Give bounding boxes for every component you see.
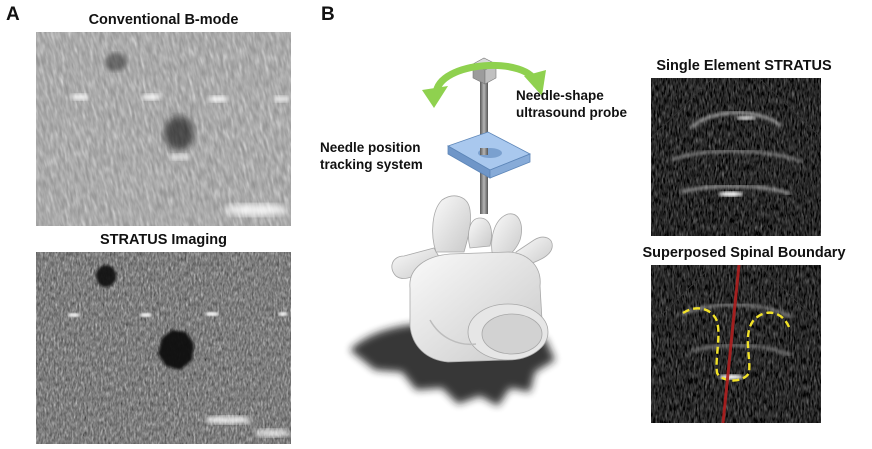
needle-trajectory-line bbox=[721, 265, 741, 423]
probe-label-line2: ultrasound probe bbox=[516, 105, 627, 120]
needle-probe-illustration bbox=[330, 20, 630, 440]
stratus-imaging-image bbox=[36, 252, 291, 444]
spinal-boundary-outline bbox=[682, 307, 791, 382]
conventional-bmode-image bbox=[36, 32, 291, 226]
tracker-label-line1: Needle position bbox=[320, 140, 421, 155]
tracker-label-line2: tracking system bbox=[320, 157, 423, 172]
superposed-spinal-boundary-caption: Superposed Spinal Boundary bbox=[642, 245, 846, 261]
single-element-stratus-image bbox=[651, 78, 821, 236]
superposed-spinal-boundary-image bbox=[651, 265, 821, 423]
panel-a-letter: A bbox=[6, 4, 20, 25]
single-element-stratus-caption: Single Element STRATUS bbox=[656, 58, 832, 74]
vertebra-model bbox=[391, 195, 553, 363]
panel-b-letter: B bbox=[321, 4, 335, 25]
rotation-arrow-icon bbox=[422, 61, 546, 108]
probe-label-line1: Needle-shape bbox=[516, 88, 604, 103]
conventional-bmode-caption: Conventional B-mode bbox=[88, 12, 239, 28]
needle-position-tracker bbox=[447, 131, 531, 179]
stratus-imaging-caption: STRATUS Imaging bbox=[99, 232, 227, 248]
tracker-label: Needle position tracking system bbox=[320, 139, 423, 173]
probe-label: Needle-shape ultrasound probe bbox=[516, 87, 627, 121]
